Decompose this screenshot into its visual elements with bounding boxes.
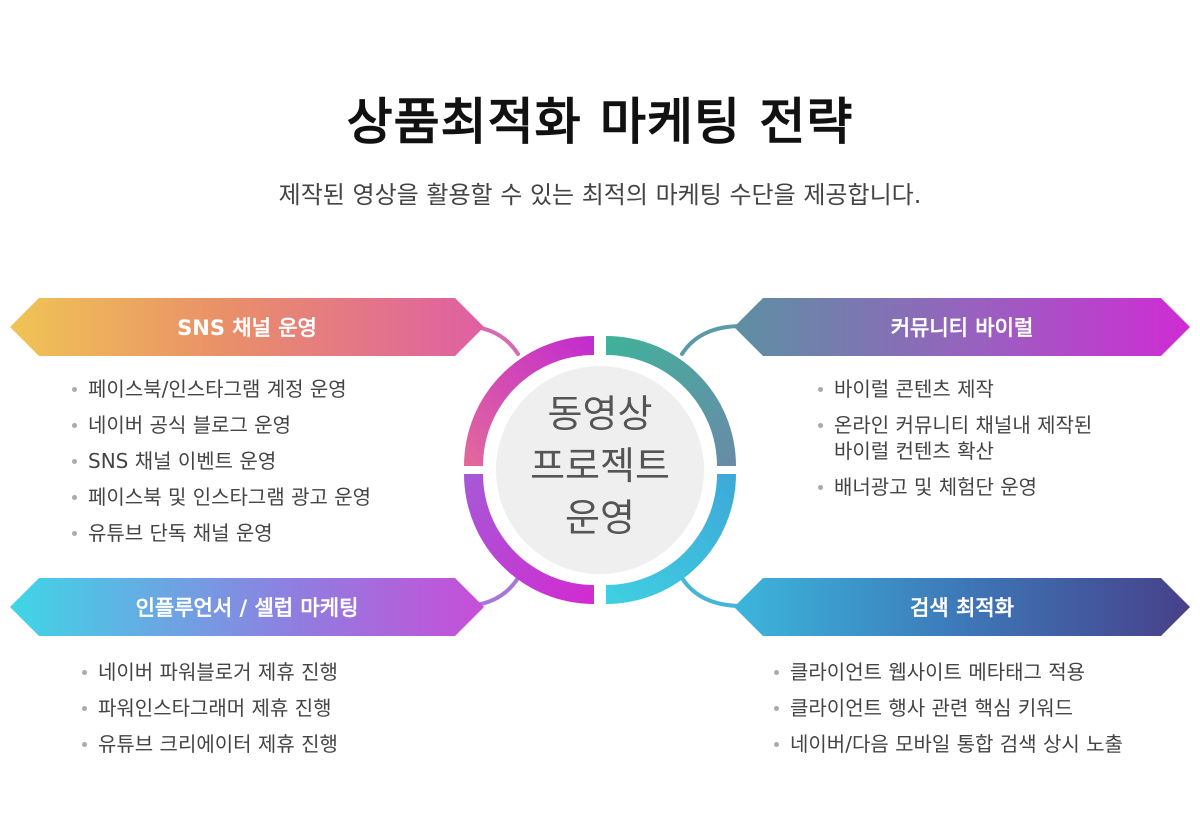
ring-segment-top-left bbox=[464, 336, 594, 466]
ring-segment-bottom-right bbox=[606, 474, 736, 604]
viral-section-header: 커뮤니티 바이럴 bbox=[734, 298, 1190, 356]
page-title: 상품최적화 마케팅 전략 bbox=[346, 93, 854, 151]
list-item-text: 바이럴 콘텐츠 제작 bbox=[834, 377, 994, 401]
search-items-list: 클라이언트 웹사이트 메타태그 적용 클라이언트 행사 관련 핵심 키워드 네이… bbox=[774, 659, 1194, 767]
ring-segment-top-right bbox=[606, 336, 736, 466]
page-subtitle: 제작된 영상을 활용할 수 있는 최적의 마케팅 수단을 제공합니다. bbox=[278, 181, 922, 209]
viral-section-title: 커뮤니티 바이럴 bbox=[890, 316, 1034, 340]
influencer-items-list: 네이버 파워블로거 제휴 진행 파워인스타그래머 제휴 진행 유튜브 크리에이터… bbox=[82, 659, 482, 767]
list-item-text: 배너광고 및 체험단 운영 bbox=[834, 475, 1038, 499]
list-item: 바이럴 콘텐츠 제작 bbox=[818, 376, 1158, 402]
list-item: 네이버 공식 블로그 운영 bbox=[72, 412, 472, 438]
influencer-section-header: 인플루언서 / 셀럽 마케팅 bbox=[10, 578, 484, 636]
connector-search bbox=[680, 576, 744, 608]
list-item: 페이스북/인스타그램 계정 운영 bbox=[72, 376, 472, 402]
list-item: 클라이언트 행사 관련 핵심 키워드 bbox=[774, 695, 1194, 721]
list-item: SNS 채널 이벤트 운영 bbox=[72, 448, 472, 474]
search-section-title: 검색 최적화 bbox=[910, 596, 1014, 620]
viral-items-list: 바이럴 콘텐츠 제작 온라인 커뮤니티 채널내 제작된 바이럴 컨텐츠 확산 배… bbox=[818, 376, 1158, 510]
influencer-section-title: 인플루언서 / 셀럽 마케팅 bbox=[135, 596, 359, 620]
list-item: 페이스북 및 인스타그램 광고 운영 bbox=[72, 484, 472, 510]
list-item: 온라인 커뮤니티 채널내 제작된 바이럴 컨텐츠 확산 bbox=[818, 412, 1158, 464]
list-item-text: 바이럴 컨텐츠 확산 bbox=[834, 439, 994, 463]
search-section-header: 검색 최적화 bbox=[734, 578, 1190, 636]
list-item: 배너광고 및 체험단 운영 bbox=[818, 474, 1158, 500]
list-item: 네이버/다음 모바일 통합 검색 상시 노출 bbox=[774, 731, 1194, 757]
center-line-3: 운영 bbox=[565, 496, 635, 540]
center-line-1: 동영상 bbox=[547, 392, 653, 436]
center-label: 동영상 프로젝트 운영 bbox=[490, 388, 710, 544]
list-item: 클라이언트 웹사이트 메타태그 적용 bbox=[774, 659, 1194, 685]
list-item-text: 온라인 커뮤니티 채널내 제작된 bbox=[834, 413, 1093, 437]
list-item: 파워인스타그래머 제휴 진행 bbox=[82, 695, 482, 721]
center-line-2: 프로젝트 bbox=[530, 444, 670, 488]
connector-viral bbox=[680, 324, 744, 356]
list-item: 네이버 파워블로거 제휴 진행 bbox=[82, 659, 482, 685]
ring-segment-bottom-left bbox=[464, 474, 594, 604]
sns-items-list: 페이스북/인스타그램 계정 운영 네이버 공식 블로그 운영 SNS 채널 이벤… bbox=[72, 376, 472, 556]
sns-section-title: SNS 채널 운영 bbox=[177, 316, 317, 340]
list-item: 유튜브 크리에이터 제휴 진행 bbox=[82, 731, 482, 757]
sns-section-header: SNS 채널 운영 bbox=[10, 298, 484, 356]
center-circle bbox=[496, 366, 704, 574]
list-item: 유튜브 단독 채널 운영 bbox=[72, 520, 472, 546]
